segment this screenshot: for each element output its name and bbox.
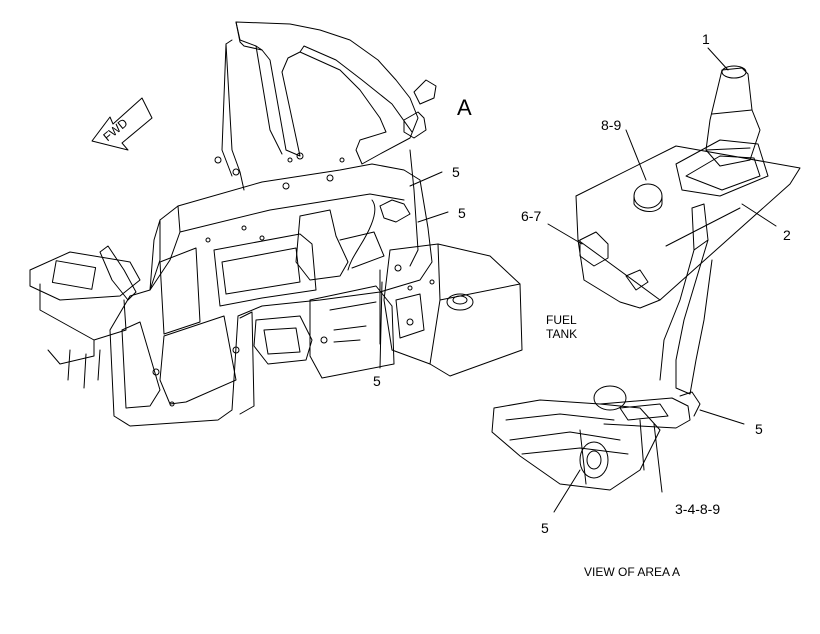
view-caption: VIEW OF AREA A <box>584 565 681 579</box>
callout-detail-2: 2 <box>783 227 791 243</box>
callout-main-5-middle: 5 <box>458 205 466 221</box>
callout-detail-5-right: 5 <box>755 421 763 437</box>
fuel-tank-label-line1: FUEL <box>546 313 577 327</box>
callout-detail-3-4-8-9: 3-4-8-9 <box>675 501 721 517</box>
area-a-label: A <box>457 95 472 120</box>
callout-detail-1: 1 <box>702 31 710 47</box>
callout-detail-6-7: 6-7 <box>521 208 542 224</box>
machine-frame <box>29 21 523 427</box>
detail-view-area-a <box>491 65 801 491</box>
fuel-tank-label-line2: TANK <box>546 327 578 341</box>
callout-main-5-lower: 5 <box>373 373 381 389</box>
fwd-arrow-icon: FWD <box>91 97 153 151</box>
callout-detail-8-9: 8-9 <box>601 117 622 133</box>
leader-lines-main <box>379 171 449 369</box>
callout-detail-5-bottom: 5 <box>541 520 549 536</box>
fuel-tank-label: FUEL TANK <box>546 313 577 341</box>
leader-lines-detail <box>547 47 777 513</box>
callout-main-5-upper: 5 <box>452 164 460 180</box>
